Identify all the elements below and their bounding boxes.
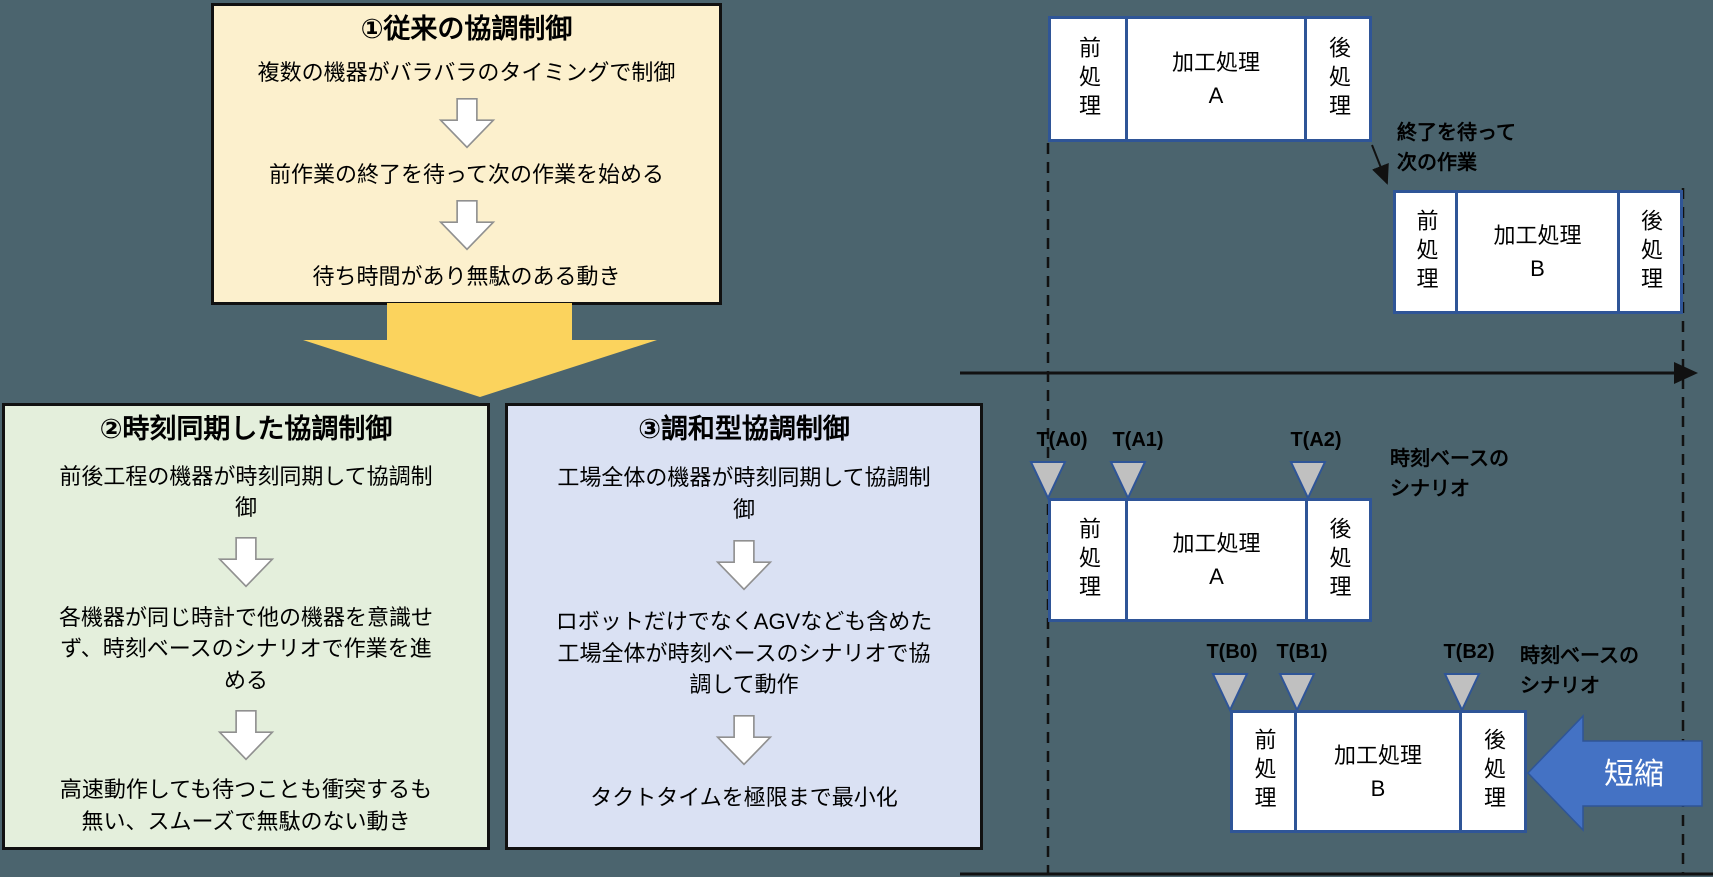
conv-b-main-sub: B — [1530, 256, 1545, 281]
time-sync-control-box: ②時刻同期した協調制御 前後工程の機器が時刻同期して協調制御 各機器が同じ時計で… — [2, 403, 490, 850]
sync-b-pre-label: 前処理 — [1251, 728, 1277, 815]
time-marker-tb0-icon — [1211, 673, 1249, 713]
down-arrow-icon — [438, 199, 495, 251]
marker-label-ta0: T(A0) — [1036, 429, 1088, 451]
sync-b-post-label: 後処理 — [1481, 728, 1506, 815]
marker-label-tb2: T(B2) — [1443, 641, 1495, 663]
conv-a-post-box: 後処理 — [1304, 16, 1372, 142]
down-arrow-icon — [217, 709, 275, 761]
time-marker-ta1-icon — [1109, 461, 1147, 501]
conv-a-main-label: 加工処理 — [1171, 50, 1260, 75]
down-arrow-icon — [715, 540, 773, 591]
conv-a-pre-label: 前処理 — [1076, 35, 1101, 123]
conv-a-main-box: 加工処理 A — [1125, 16, 1307, 142]
conventional-step-1: 複数の機器がバラバラのタイミングで制御 — [257, 59, 676, 85]
sync-b-pre-box: 前処理 — [1230, 710, 1297, 833]
conventional-control-box: ①従来の協調制御 複数の機器がバラバラのタイミングで制御 前作業の終了を待って次… — [211, 3, 722, 305]
time-marker-ta2-icon — [1289, 461, 1327, 501]
shorten-arrow-label: 短縮 — [1604, 758, 1664, 791]
conv-a-pre-box: 前処理 — [1048, 16, 1128, 142]
scenario-label-a: 時刻ベースの シナリオ — [1390, 444, 1509, 504]
sync-b-post-box: 後処理 — [1459, 710, 1527, 833]
time-sync-control-title: ②時刻同期した協調制御 — [99, 414, 393, 444]
down-arrow-icon — [217, 537, 275, 588]
harmonized-control-box: ③調和型協調制御 工場全体の機器が時刻同期して協調制御 ロボットだけでなくAGV… — [505, 403, 983, 850]
conv-b-pre-box: 前処理 — [1393, 190, 1458, 314]
sync-a-pre-label: 前処理 — [1076, 516, 1101, 604]
sync-a-post-label: 後処理 — [1326, 516, 1352, 604]
scenario-label-b: 時刻ベースの シナリオ — [1520, 641, 1639, 701]
time-sync-step-3: 高速動作しても待つことも衝突するも無い、スムーズで無駄のない動き — [59, 777, 433, 834]
sync-a-pre-box: 前処理 — [1048, 498, 1128, 622]
down-arrow-icon — [438, 97, 495, 149]
time-sync-step-1: 前後工程の機器が時刻同期して協調制御 — [59, 463, 433, 521]
scenario-label-b-line1: 時刻ベースの — [1520, 645, 1639, 667]
marker-label-tb1: T(B1) — [1276, 641, 1328, 663]
conv-b-pre-label: 前処理 — [1413, 208, 1439, 296]
note-arrow — [1371, 144, 1389, 185]
conv-a-main-sub: A — [1208, 83, 1224, 108]
conv-b-post-label: 後処理 — [1638, 208, 1663, 296]
marker-label-ta1: T(A1) — [1112, 429, 1164, 451]
harmonized-control-title: ③調和型協調制御 — [638, 414, 850, 444]
marker-label-tb0: T(B0) — [1206, 641, 1258, 663]
sync-a-main-box: 加工処理 A — [1125, 498, 1308, 622]
scenario-label-a-line2: シナリオ — [1390, 478, 1470, 500]
marker-label-ta2: T(A2) — [1290, 429, 1342, 451]
sync-a-main-sub: A — [1209, 564, 1224, 589]
sync-b-main-box: 加工処理 B — [1294, 710, 1462, 833]
sync-b-main-sub: B — [1370, 775, 1386, 801]
sync-b-main-label: 加工処理 — [1333, 742, 1422, 768]
harmonized-step-2: ロボットだけでなくAGVなども含めた工場全体が時刻ベースのシナリオで協調して動作 — [555, 609, 933, 697]
time-sync-step-2: 各機器が同じ時計で他の機器を意識せず、時刻ベースのシナリオで作業を進める — [58, 605, 433, 693]
down-arrow-icon — [715, 715, 773, 766]
time-marker-ta0-icon — [1029, 461, 1067, 501]
wait-note: 終了を待って 次の作業 — [1397, 118, 1516, 178]
conventional-step-3: 待ち時間があり無駄のある動き — [312, 263, 621, 289]
conv-b-main-box: 加工処理 B — [1455, 190, 1620, 314]
scenario-label-b-line2: シナリオ — [1520, 675, 1600, 697]
conventional-control-title: ①従来の協調制御 — [360, 14, 573, 44]
wait-note-line1: 終了を待って — [1397, 122, 1516, 144]
harmonized-step-1: 工場全体の機器が時刻同期して協調制御 — [557, 465, 931, 522]
shorten-arrow — [1526, 714, 1703, 832]
conv-b-post-box: 後処理 — [1617, 190, 1683, 314]
time-marker-tb2-icon — [1443, 673, 1481, 713]
scenario-label-a-line1: 時刻ベースの — [1390, 448, 1509, 470]
conv-b-main-label: 加工処理 — [1493, 223, 1582, 248]
sync-a-post-box: 後処理 — [1305, 498, 1372, 622]
flow-merge-arrow — [303, 303, 657, 397]
sync-a-main-label: 加工処理 — [1172, 531, 1261, 556]
wait-note-line2: 次の作業 — [1397, 152, 1477, 174]
conv-a-post-label: 後処理 — [1326, 35, 1351, 123]
time-marker-tb1-icon — [1278, 673, 1316, 713]
harmonized-step-3: タクトタイムを極限まで最小化 — [590, 784, 898, 810]
time-axis-arrowhead-icon — [1674, 362, 1698, 384]
conventional-step-2: 前作業の終了を待って次の作業を始める — [269, 161, 664, 187]
